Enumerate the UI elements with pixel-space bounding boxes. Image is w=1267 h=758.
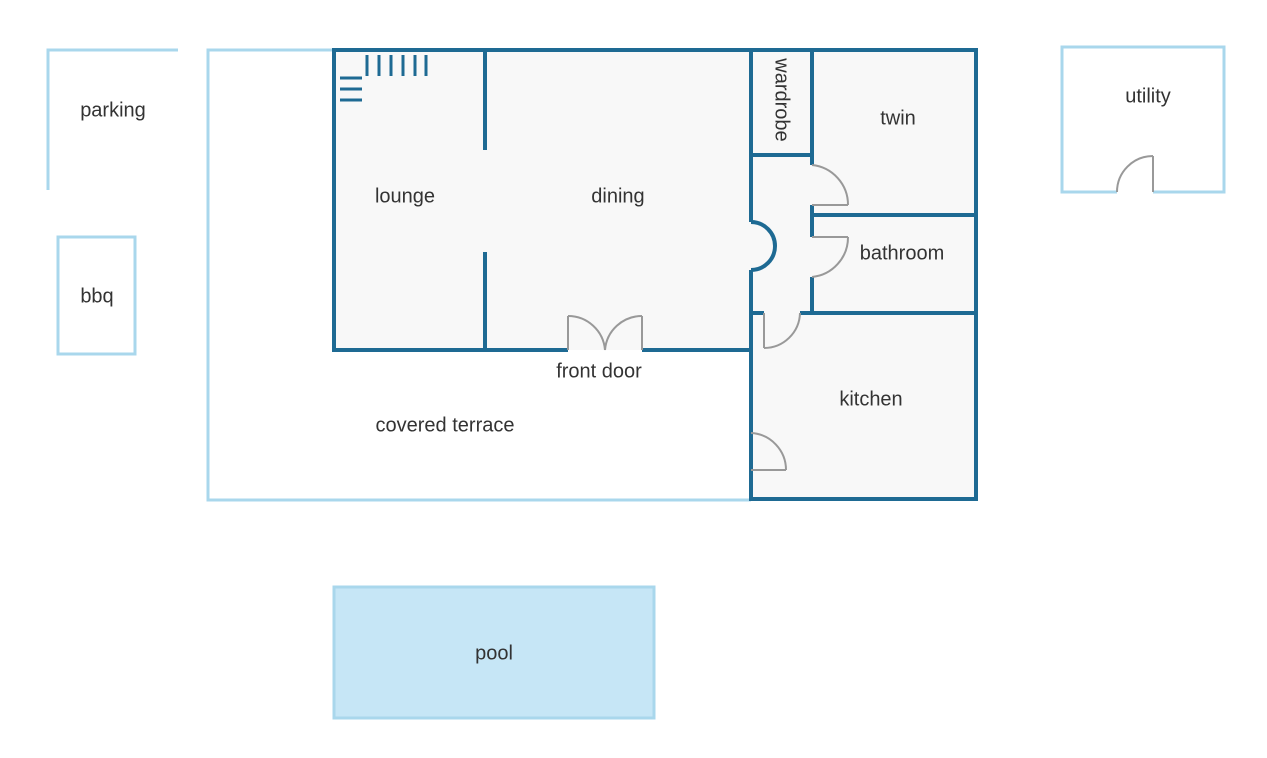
kitchen-label: kitchen (839, 388, 902, 410)
stairs-icon (340, 55, 428, 102)
covered-terrace-outline (206, 48, 751, 502)
dining-arch-niche (750, 220, 777, 272)
bbq-outline (56, 235, 137, 356)
kitchen-exterior-door-icon (750, 432, 788, 471)
dining-floor (485, 50, 751, 350)
parking-outline (46, 48, 178, 190)
pool-label: pool (475, 642, 513, 664)
front-door-icon (567, 314, 643, 351)
utility-door-arc (1116, 155, 1154, 193)
wardrobe-label: wardrobe (771, 57, 793, 141)
twin-door-icon (811, 164, 850, 206)
bathroom-floor (812, 215, 976, 313)
bathroom-door-icon (811, 236, 850, 278)
lounge-label: lounge (375, 185, 435, 207)
wardrobe-floor (751, 50, 812, 155)
front-door-label: front door (556, 360, 642, 382)
kitchen-hall-door-icon (763, 312, 801, 349)
twin-floor (812, 50, 976, 215)
bathroom-label: bathroom (860, 242, 945, 264)
parking-label: parking (80, 99, 146, 121)
utility-outline (1060, 45, 1226, 194)
kitchen-floor (751, 313, 976, 499)
dining-label: dining (591, 185, 644, 207)
bbq-label: bbq (80, 285, 113, 307)
utility-label: utility (1125, 85, 1171, 107)
pool-shape (332, 585, 656, 720)
hallway-floor (751, 155, 812, 313)
twin-label: twin (880, 107, 916, 129)
covered-terrace-label: covered terrace (376, 414, 515, 436)
